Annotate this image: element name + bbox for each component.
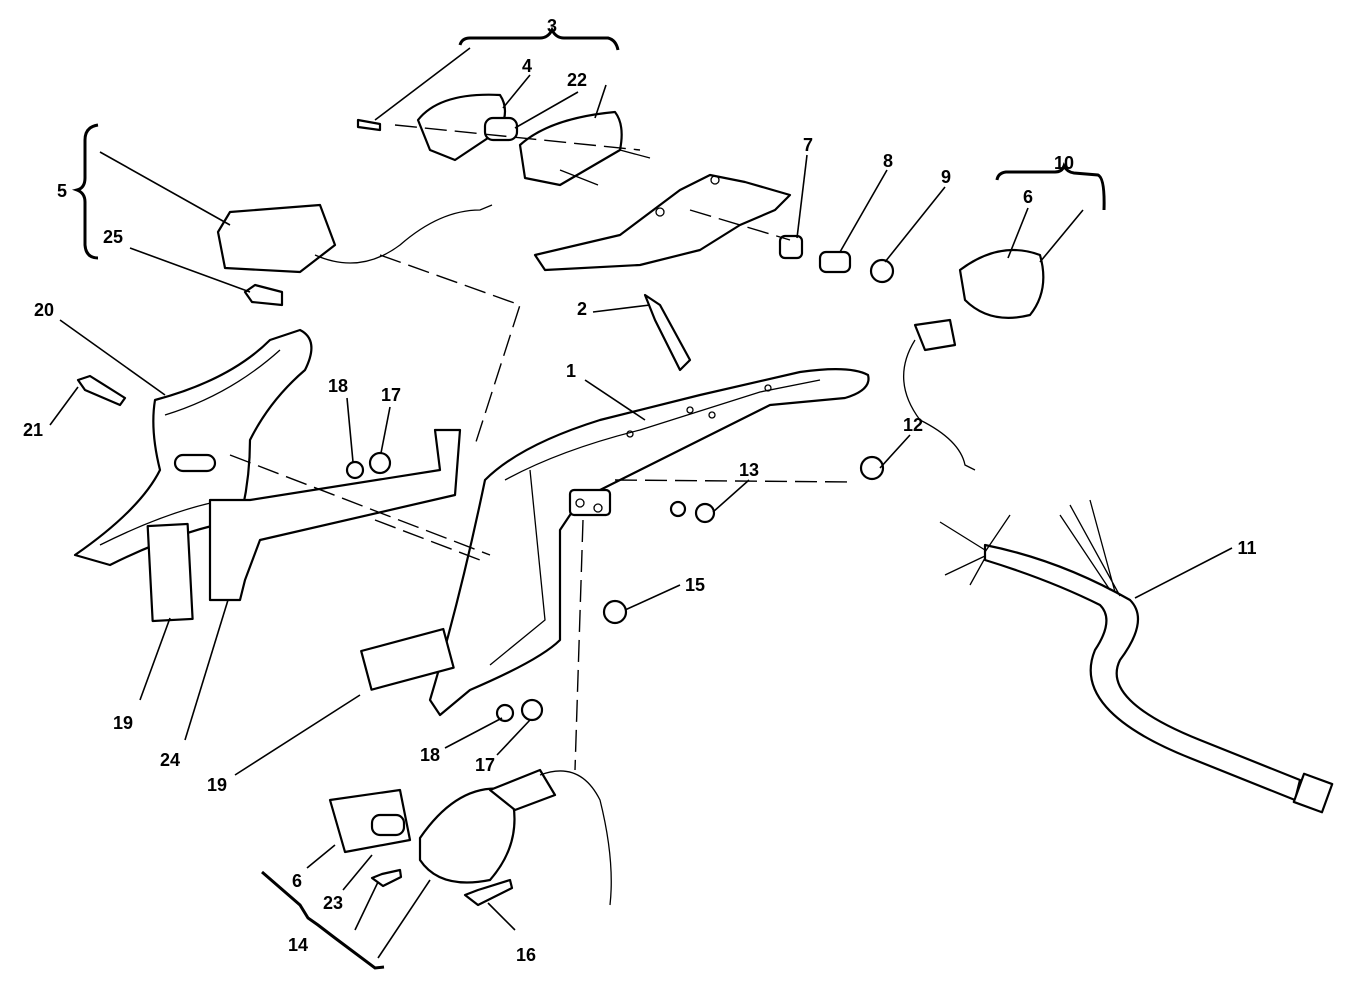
bracket-3 <box>458 26 620 51</box>
label-19: 19 <box>207 775 227 795</box>
label-7: 7 <box>803 135 813 155</box>
fasteners-part <box>76 234 895 907</box>
label-4: 4 <box>522 56 532 76</box>
bracket-5 <box>71 123 99 260</box>
label-3: 3 <box>547 16 557 36</box>
turn-signal-right-part <box>903 248 1045 471</box>
label-18: 18 <box>420 745 440 765</box>
label-6: 6 <box>292 871 302 891</box>
label-21: 21 <box>23 420 43 440</box>
label-13: 13 <box>739 460 759 480</box>
wiring-harness-part <box>939 499 1334 814</box>
label-18: 18 <box>328 376 348 396</box>
alignment-lines <box>229 124 856 771</box>
label-22: 22 <box>567 70 587 90</box>
label-10: 10 <box>1054 153 1074 173</box>
bracket-10 <box>995 162 1106 211</box>
label-6: 6 <box>1023 187 1033 207</box>
label-17: 17 <box>475 755 495 775</box>
screw-2-part <box>643 293 692 372</box>
license-lamp-part <box>216 203 493 307</box>
label-12: 12 <box>903 415 923 435</box>
reflector-part <box>146 522 194 623</box>
label-8: 8 <box>883 151 893 171</box>
bracket-14 <box>261 870 385 970</box>
label-5: 5 <box>57 181 67 201</box>
leader-lines <box>49 47 1233 959</box>
plate-bracket-part <box>208 428 462 602</box>
label-23: 23 <box>323 893 343 913</box>
label-25: 25 <box>103 227 123 247</box>
label-9: 9 <box>941 167 951 187</box>
rear-fender-part <box>428 368 870 717</box>
label-17: 17 <box>381 385 401 405</box>
label-24: 24 <box>160 750 180 770</box>
label-19: 19 <box>113 713 133 733</box>
label-16: 16 <box>516 945 536 965</box>
label-11: 11 <box>1237 538 1256 558</box>
label-14: 14 <box>288 935 308 955</box>
label-2: 2 <box>577 299 587 319</box>
reflector-part <box>360 627 455 691</box>
label-15: 15 <box>685 575 705 595</box>
turn-signal-left-part <box>328 768 612 906</box>
label-20: 20 <box>34 300 54 320</box>
label-1: 1 <box>566 361 576 381</box>
taillight-bracket-part <box>533 173 792 272</box>
tail-light-part <box>356 93 651 187</box>
part-number-labels: 3 4 22 5 25 7 8 9 10 6 2 20 1 18 17 21 1… <box>23 16 1257 965</box>
